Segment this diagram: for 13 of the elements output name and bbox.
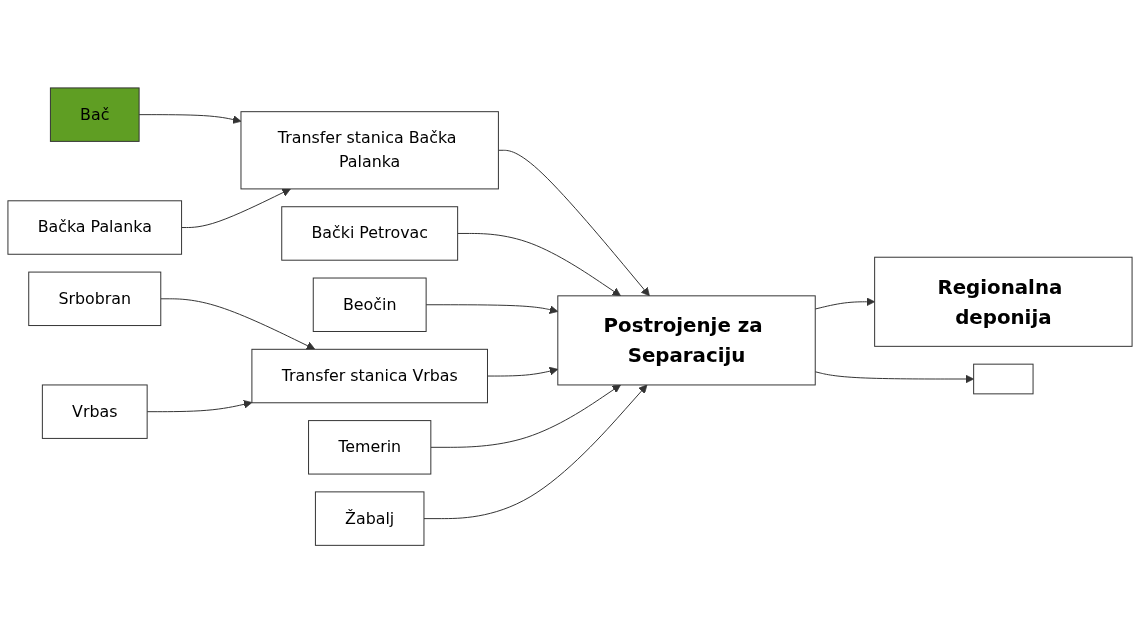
node-box: Beočin [312,277,427,333]
node-box: Temerin [308,420,432,475]
node-box: Bačka Palanka [7,200,183,256]
node-box: Srbobran [28,271,162,327]
node-box: Postrojenje za Separaciju [557,295,816,386]
node-box: Transfer stanica Bačka Palanka [240,111,499,190]
node-box: Bač [49,87,140,143]
node-box: Bački Petrovac [281,206,459,262]
node-box: Regionalna deponija [874,257,1133,348]
node-box [973,364,1034,395]
node-box: Žabalj [314,491,425,547]
node-box: Transfer stanica Vrbas [251,349,488,404]
node-box: Vrbas [41,384,148,440]
